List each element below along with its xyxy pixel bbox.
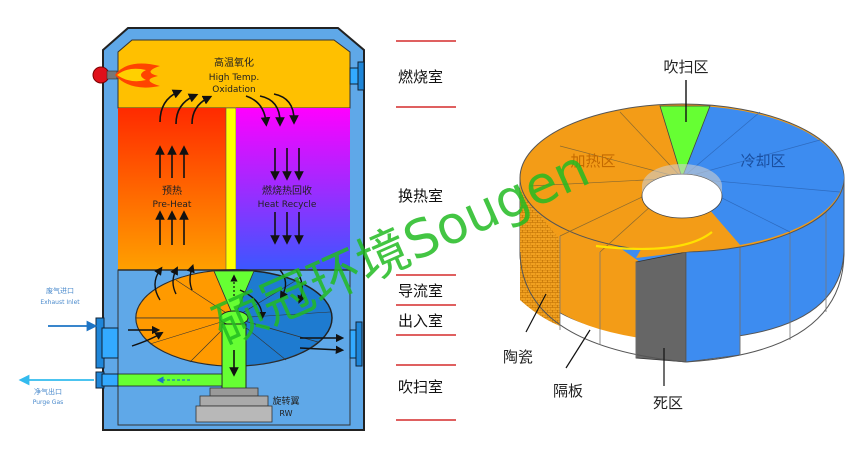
rotation-arc (595, 231, 713, 250)
inlet-en: Exhaust Inlet (40, 299, 80, 306)
label-ceramic: 陶瓷 (503, 348, 533, 366)
preheat-arrows (155, 145, 189, 245)
chamber-divider (225, 107, 237, 271)
outlet-en: Purge Gas (33, 399, 64, 406)
label-partition: 隔板 (553, 382, 583, 400)
top-arrows-up (159, 89, 213, 125)
recycle-cn: 燃烧热回收 (262, 184, 312, 197)
stage-heat-exchange: 换热室 (398, 187, 443, 205)
stage-purge: 吹扫室 (398, 378, 443, 396)
stage-guide: 导流室 (398, 282, 443, 300)
recycle-en: Heat Recycle (258, 200, 317, 210)
label-dead-zone: 死区 (653, 394, 683, 412)
inlet-nozzle (95, 317, 119, 369)
label-heating-zone: 加热区 (570, 152, 615, 170)
label-cooling-zone: 冷却区 (740, 152, 785, 170)
outlet-cn: 净气出口 (34, 387, 62, 396)
label-purge-zone: 吹扫区 (663, 58, 708, 76)
rotor-drive (195, 323, 273, 423)
stage-inout: 出入室 (398, 312, 443, 330)
top-zone-en2: Oxidation (212, 85, 255, 95)
burner (92, 63, 160, 88)
rotor-cn: 旋转翼 (272, 395, 299, 407)
rotor-arrows (128, 264, 345, 354)
rotor-labels: 吹扫区 加热区 冷却区 陶瓷 隔板 死区 (503, 58, 786, 412)
top-zone-en1: High Temp. (209, 73, 259, 83)
rto-tower: 高温氧化 High Temp. Oxidation 预热 Pre-Heat (18, 27, 365, 431)
outlet-nozzle (95, 371, 119, 389)
inlet-cn: 废气进口 (46, 286, 74, 295)
rotor-3d (519, 103, 845, 363)
top-right-nozzle (349, 61, 365, 91)
stage-combustion: 燃烧室 (398, 68, 443, 86)
top-arrows-down (245, 93, 299, 127)
preheat-en: Pre-Heat (153, 200, 192, 210)
top-zone-cn: 高温氧化 (214, 56, 254, 69)
rotor-en: RW (279, 409, 292, 418)
recycle-arrows (270, 148, 304, 245)
purge-pipe (117, 373, 223, 387)
right-nozzles (349, 321, 363, 367)
stage-labels: 燃烧室 换热室 导流室 出入室 吹扫室 (396, 40, 456, 421)
recycle-zone (236, 108, 350, 270)
preheat-cn: 预热 (162, 184, 182, 197)
